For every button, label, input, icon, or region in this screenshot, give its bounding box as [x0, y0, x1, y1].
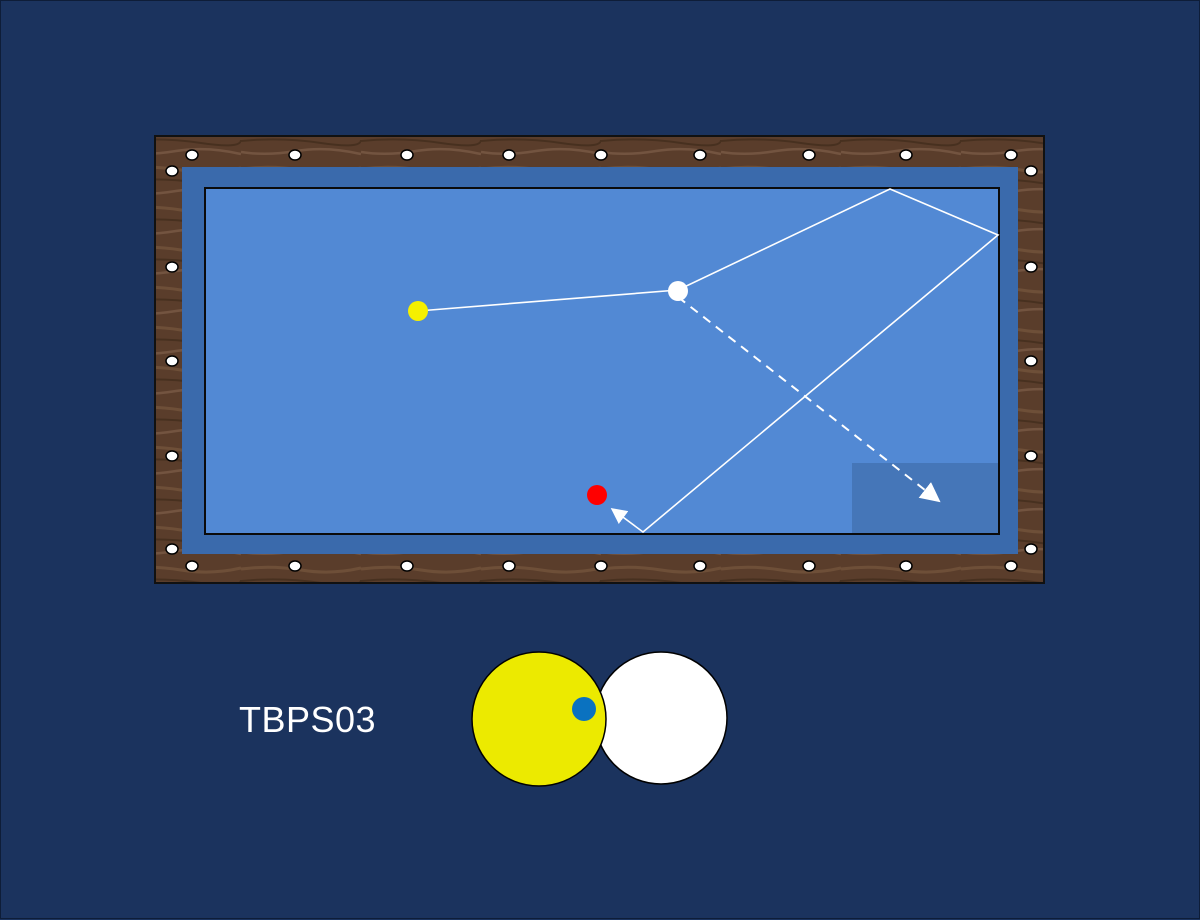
diamond-icon: [1024, 450, 1038, 462]
diamond-icon: [185, 149, 199, 161]
diamond-icon: [693, 560, 707, 572]
diamond-icon: [693, 149, 707, 161]
diamond-markers: [165, 149, 1038, 572]
drill-code-label: TBPS03: [239, 699, 377, 740]
red-ball: [587, 485, 607, 505]
diamond-icon: [899, 149, 913, 161]
yellow-ball: [408, 301, 428, 321]
diamond-icon: [502, 149, 516, 161]
diamond-icon: [288, 560, 302, 572]
shot-path: [417, 188, 1000, 534]
diamond-icon: [1004, 560, 1018, 572]
contact-diagram: [471, 651, 728, 787]
diamond-icon: [400, 149, 414, 161]
diamond-icon: [502, 560, 516, 572]
diamond-icon: [802, 149, 816, 161]
diamond-icon: [594, 149, 608, 161]
diamond-icon: [288, 149, 302, 161]
diamond-icon: [1004, 149, 1018, 161]
diamond-icon: [1024, 543, 1038, 555]
contact-point-marker: [572, 697, 596, 721]
diamond-icon: [594, 560, 608, 572]
diamond-icon: [1024, 355, 1038, 367]
contact-object-ball: [471, 651, 607, 787]
diamond-icon: [802, 560, 816, 572]
diamond-icon: [165, 543, 179, 555]
diamond-icon: [165, 261, 179, 273]
target-zone: [852, 463, 998, 533]
white-ball: [668, 281, 688, 301]
kiss-path: [677, 296, 941, 503]
contact-cue-ball: [594, 651, 728, 785]
diamond-icon: [1024, 165, 1038, 177]
diamond-icon: [899, 560, 913, 572]
diamond-icon: [185, 560, 199, 572]
diamond-icon: [165, 165, 179, 177]
diamond-icon: [165, 355, 179, 367]
diamond-icon: [165, 450, 179, 462]
diamond-icon: [400, 560, 414, 572]
diamond-icon: [1024, 261, 1038, 273]
